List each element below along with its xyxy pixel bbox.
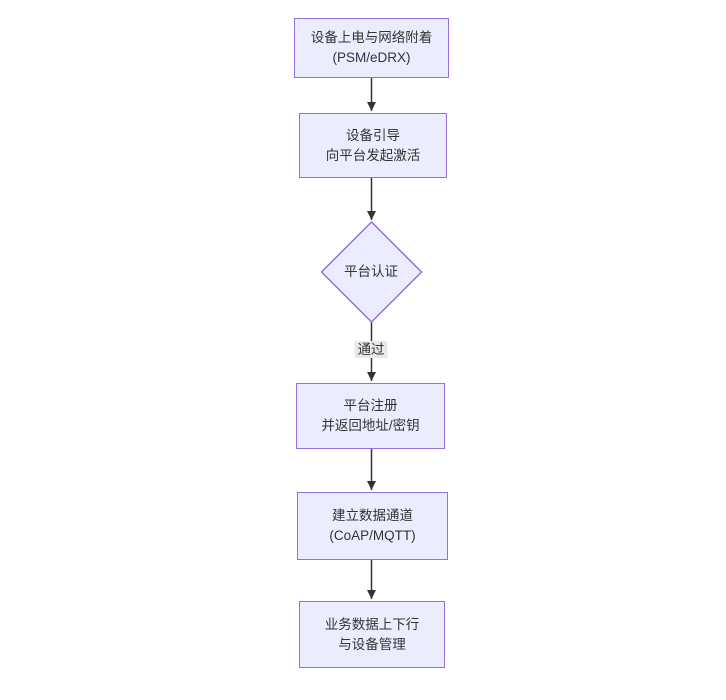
node-text-line: 平台认证: [344, 264, 398, 279]
node-text-line: 向平台发起激活: [325, 147, 421, 163]
node-text-line: 业务数据上下行: [324, 616, 420, 632]
flow-node-auth-decision: 平台认证: [321, 262, 421, 282]
flow-node-business-data-management: 业务数据上下行 与设备管理: [299, 601, 445, 668]
decision-diamond-auth: [320, 220, 423, 324]
flow-node-data-channel: 建立数据通道 (CoAP/MQTT): [297, 492, 448, 560]
edge-label-pass: 通过: [354, 341, 388, 358]
node-text-line: 建立数据通道: [332, 508, 413, 523]
node-text-line: (CoAP/MQTT): [329, 528, 416, 543]
flow-node-bootstrap-activate: 设备引导 向平台发起激活: [299, 113, 447, 178]
node-text-line: 与设备管理: [338, 636, 406, 652]
flow-node-platform-register: 平台注册 并返回地址/密钥: [296, 383, 445, 449]
node-text-line: 平台注册: [343, 398, 398, 413]
node-text-line: (PSM/eDRX): [332, 50, 411, 65]
node-text-line: 设备上电与网络附着: [310, 30, 433, 45]
node-text-line: 并返回地址/密钥: [321, 418, 420, 433]
node-text-line: 设备引导: [346, 127, 400, 143]
flow-node-power-network-attach: 设备上电与网络附着 (PSM/eDRX): [294, 18, 449, 78]
